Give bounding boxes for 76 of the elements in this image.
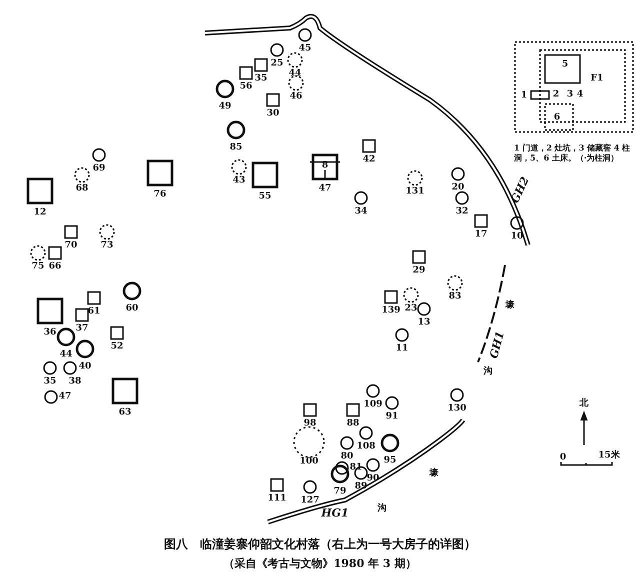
house-number: 43: [232, 176, 246, 186]
house-number: 44: [60, 350, 72, 360]
house-number: 55: [258, 192, 272, 202]
house-number: 17: [474, 230, 488, 240]
legend-note: 1 门道，2 灶坑，3 储藏窖 4 柱洞，5、6 土床。（·为柱洞）: [514, 142, 632, 164]
house-number: 108: [356, 442, 376, 452]
map-label: 0: [560, 454, 566, 462]
map-label: 2: [552, 90, 560, 100]
house-number: 130: [448, 404, 466, 414]
house-number: 127: [300, 496, 320, 506]
house-number: 49: [218, 102, 232, 112]
map-label: F1: [590, 74, 604, 84]
map-label: GH1: [488, 330, 506, 360]
house-number: 111: [268, 494, 286, 504]
house-number: 42: [362, 156, 376, 164]
house-number: 47: [58, 392, 72, 402]
house-number: 139: [382, 306, 400, 316]
house-number: 81: [350, 464, 362, 472]
house-number: 70: [64, 242, 78, 250]
house-number: 37: [76, 324, 88, 334]
house-number: 47: [318, 184, 332, 194]
map-label: 1: [520, 92, 528, 100]
house-number: 13: [418, 318, 430, 328]
house-number: 75: [32, 262, 44, 272]
house-number: 91: [386, 412, 398, 422]
map-label: 4: [576, 90, 584, 100]
house-number: 56: [240, 82, 252, 92]
house-number: 35: [44, 378, 56, 386]
house-number: 44: [288, 70, 302, 78]
house-number: 40: [78, 362, 92, 372]
map-label: 5: [562, 60, 568, 70]
house-number: 60: [126, 304, 138, 314]
house-number: 79: [334, 488, 346, 496]
house-number: 20: [452, 184, 464, 192]
house-number: 88: [346, 420, 360, 428]
house-number: 25: [270, 60, 284, 68]
house-number: 63: [118, 408, 132, 418]
house-number: 52: [110, 342, 124, 352]
figure-title: 图八 临潼姜寨仰韶文化村落（右上为一号大房子的详图）: [164, 536, 476, 553]
house-number: 109: [364, 400, 382, 410]
house-number: 61: [88, 308, 100, 316]
house-number: 35: [254, 74, 268, 84]
house-number: 38: [68, 378, 82, 386]
house-number: 10: [510, 232, 524, 242]
house-number: 12: [34, 208, 46, 218]
house-number: 30: [266, 110, 280, 118]
house-number: 100: [300, 458, 318, 466]
house-number: 76: [154, 190, 166, 200]
house-number: 131: [406, 188, 424, 196]
house-number: 36: [44, 328, 56, 338]
map-label: 沟: [378, 504, 386, 514]
map-label: 15米: [598, 452, 620, 460]
house-number: 46: [290, 92, 302, 102]
house-number: 85: [230, 144, 242, 152]
house-number: 29: [412, 266, 426, 276]
map-label: 3: [566, 90, 574, 100]
house-number: 73: [100, 242, 114, 250]
figure-caption: （采自《考古与文物》1980 年 3 期）: [224, 556, 416, 571]
map-label: 6: [554, 114, 560, 122]
house-number: 32: [456, 208, 468, 216]
house-number: 83: [448, 292, 462, 302]
house-number: 95: [384, 456, 396, 466]
house-number: 66: [48, 262, 62, 272]
house-number: 68: [76, 184, 88, 194]
house-number: 34: [354, 208, 368, 216]
house-number: 45: [298, 44, 312, 54]
map-label: HG1: [321, 508, 349, 518]
house-number: 69: [92, 164, 106, 174]
house-number: 98: [304, 420, 316, 428]
house-number: 23: [404, 304, 418, 314]
map-label: 壕: [430, 470, 438, 478]
map-label: 北: [580, 400, 588, 408]
map-label: 壕: [506, 302, 514, 310]
house-number: 80: [340, 452, 354, 462]
house-number: 11: [396, 344, 408, 354]
map-label: 沟: [484, 368, 492, 376]
